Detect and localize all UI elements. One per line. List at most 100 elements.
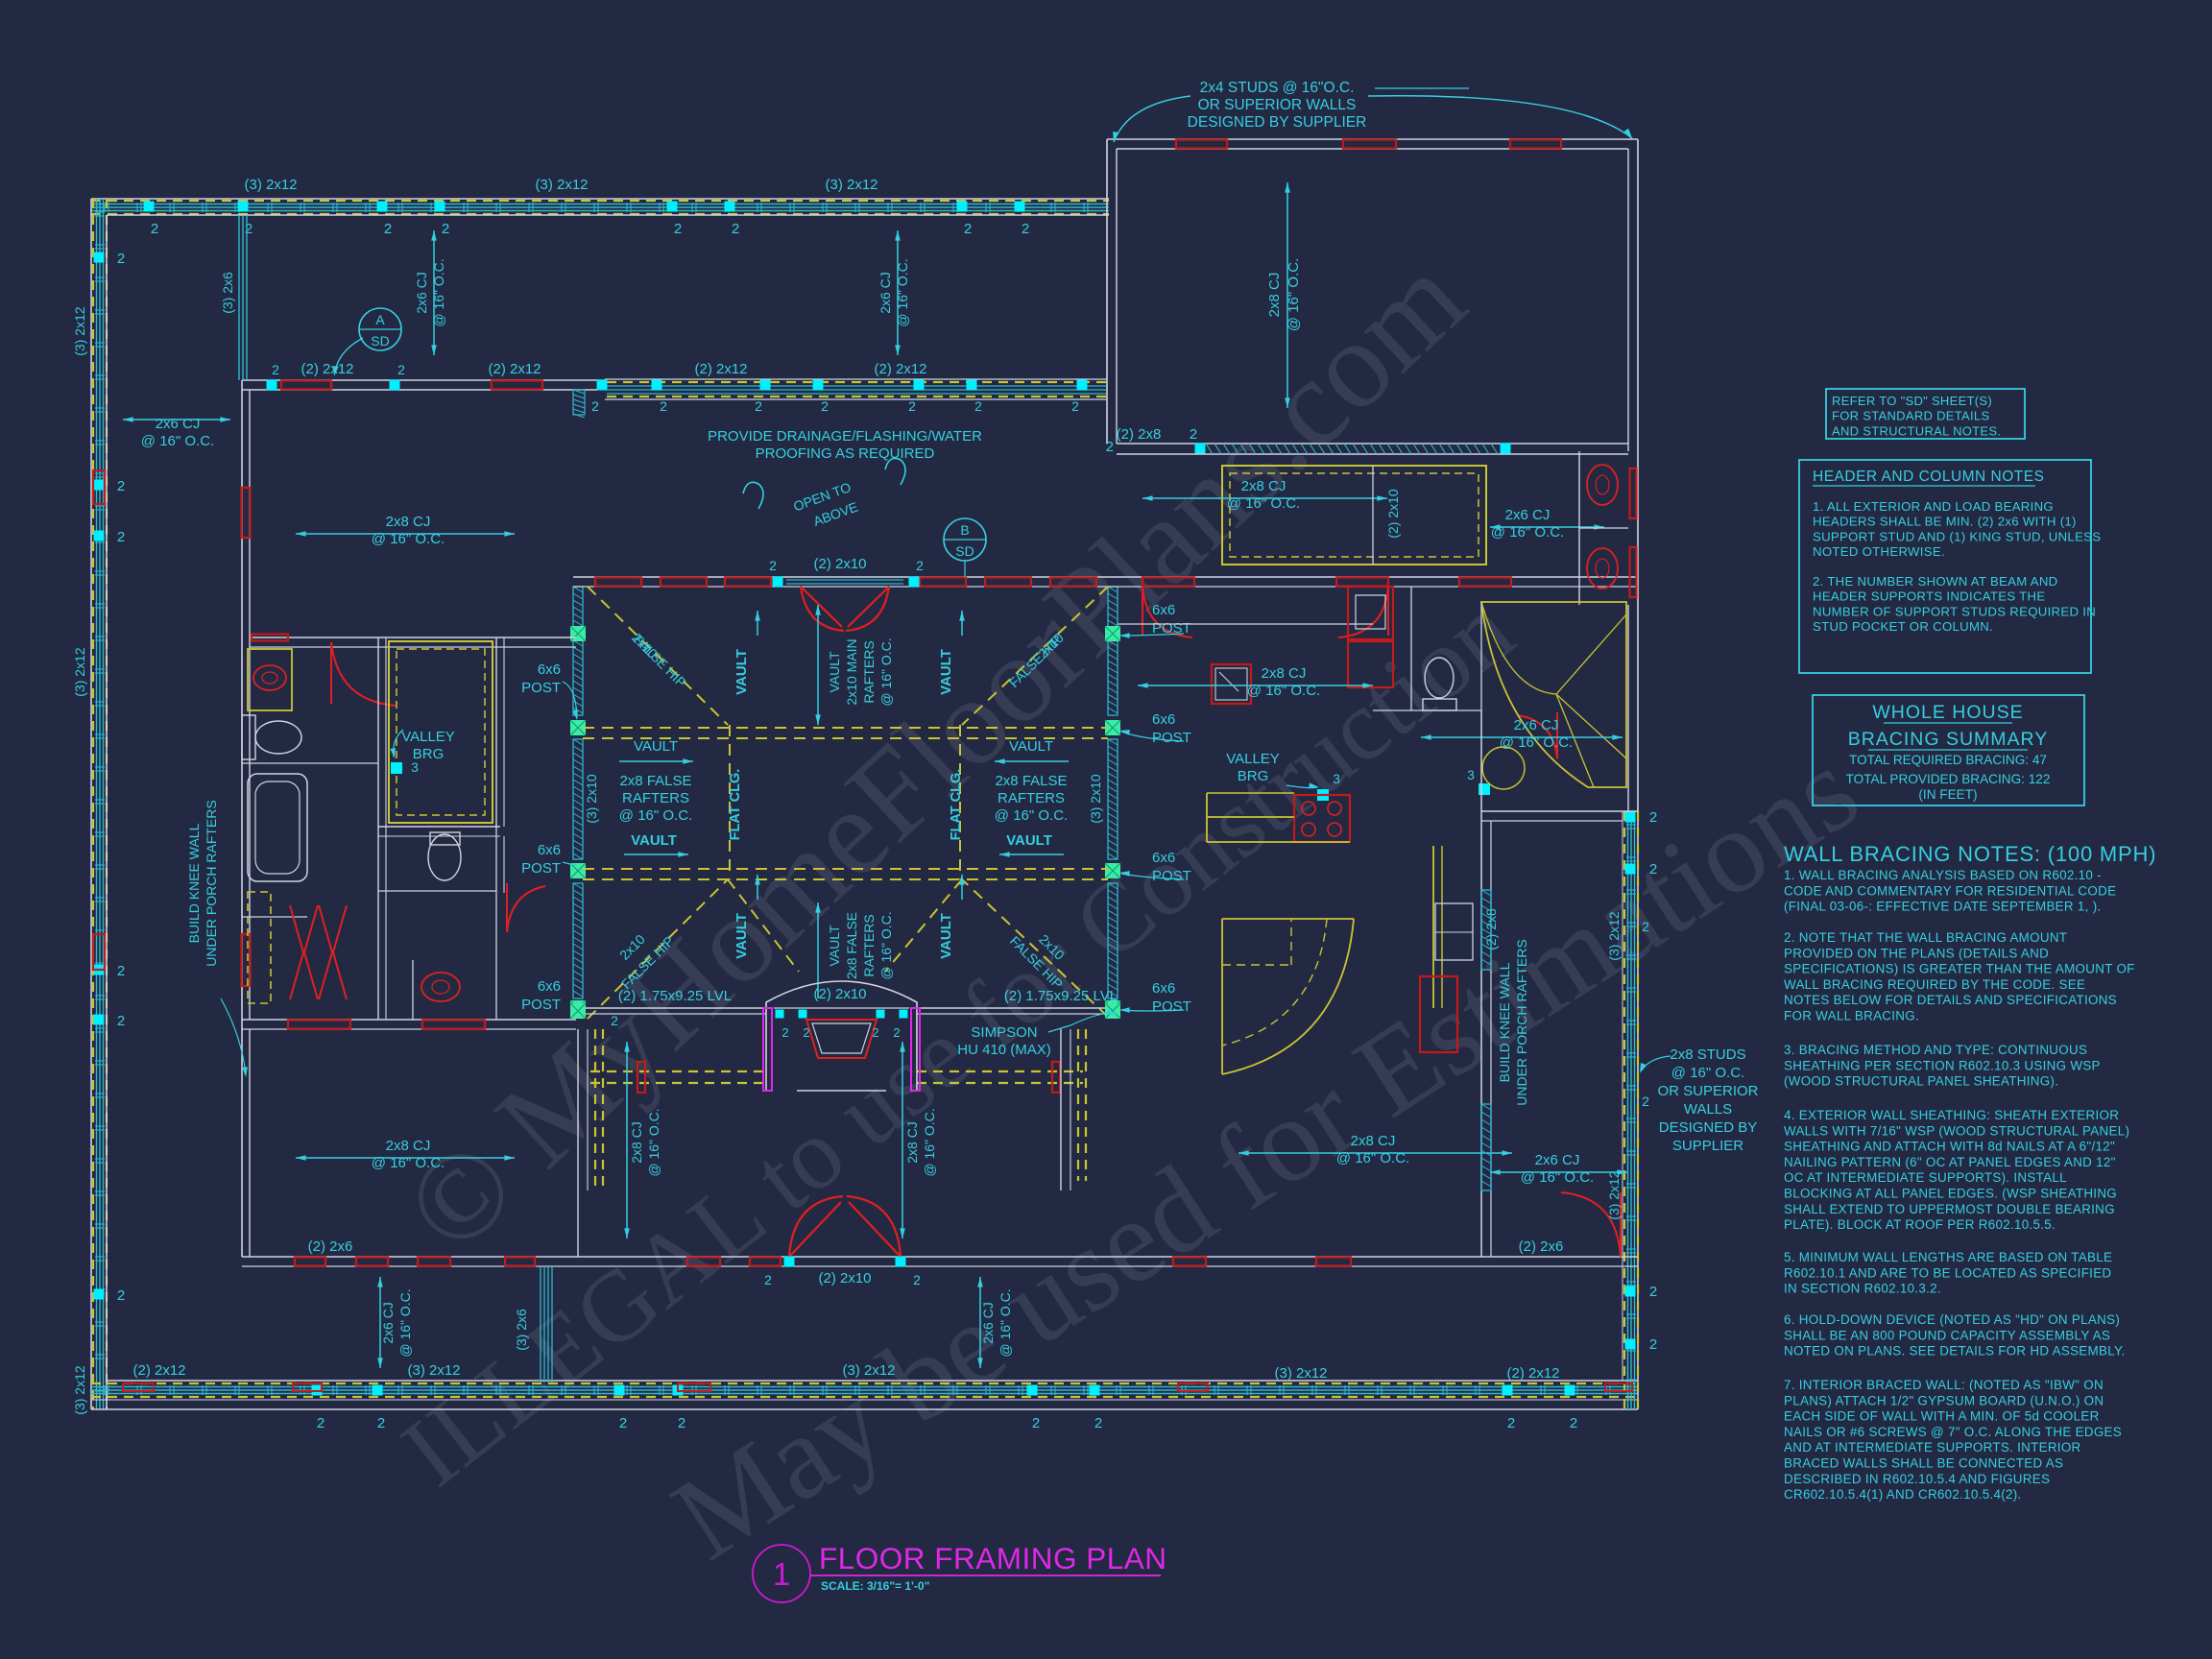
svg-text:2x6 CJ: 2x6 CJ — [380, 1302, 396, 1344]
svg-text:(2) 1.75x9.25 LVL: (2) 1.75x9.25 LVL — [1004, 988, 1118, 1004]
svg-text:6x6: 6x6 — [538, 661, 561, 678]
svg-text:2: 2 — [117, 1013, 125, 1029]
svg-text:SIMPSON: SIMPSON — [971, 1024, 1037, 1041]
svg-text:(2) 1.75x9.25 LVL: (2) 1.75x9.25 LVL — [618, 988, 732, 1004]
svg-text:AND STRUCTURAL NOTES.: AND STRUCTURAL NOTES. — [1832, 423, 2001, 438]
svg-text:(2) 2x12: (2) 2x12 — [694, 361, 747, 377]
svg-text:VAULT: VAULT — [938, 913, 954, 959]
svg-text:VAULT: VAULT — [827, 651, 842, 692]
svg-text:SHEATHING PER SECTION R602.10.: SHEATHING PER SECTION R602.10.3 USING WS… — [1784, 1058, 2101, 1072]
svg-text:2: 2 — [769, 558, 777, 573]
svg-text:2: 2 — [781, 1025, 788, 1040]
svg-text:POST: POST — [1152, 998, 1191, 1015]
svg-text:TOTAL REQUIRED BRACING: 47: TOTAL REQUIRED BRACING: 47 — [1849, 753, 2047, 767]
svg-text:HEADERS SHALL BE MIN. (2) 2x6: HEADERS SHALL BE MIN. (2) 2x6 WITH (1) — [1813, 515, 2077, 529]
svg-text:VAULT: VAULT — [938, 649, 954, 695]
svg-text:(2) 2x10: (2) 2x10 — [1385, 489, 1401, 539]
svg-text:(3) 2x12: (3) 2x12 — [72, 1365, 87, 1415]
svg-text:2. THE NUMBER SHOWN AT BEAM AN: 2. THE NUMBER SHOWN AT BEAM AND — [1813, 574, 2058, 589]
svg-text:2x6 CJ: 2x6 CJ — [1535, 1152, 1580, 1168]
svg-text:@ 16" O.C.: @ 16" O.C. — [1491, 524, 1564, 541]
svg-text:2: 2 — [117, 529, 125, 545]
svg-text:(2) 2x12: (2) 2x12 — [488, 361, 541, 377]
svg-text:2: 2 — [1649, 1284, 1657, 1300]
svg-text:2x6 CJ: 2x6 CJ — [156, 416, 201, 432]
svg-text:BRACED WALLS SHALL BE CONNECTE: BRACED WALLS SHALL BE CONNECTED AS — [1784, 1456, 2063, 1471]
svg-text:UNDER PORCH RAFTERS: UNDER PORCH RAFTERS — [204, 800, 219, 966]
svg-text:(3) 2x10: (3) 2x10 — [584, 774, 599, 824]
svg-text:1: 1 — [773, 1556, 790, 1592]
svg-text:2: 2 — [821, 398, 829, 414]
svg-text:VAULT: VAULT — [1009, 738, 1053, 755]
svg-text:2x8 CJ: 2x8 CJ — [1262, 665, 1307, 682]
svg-text:2: 2 — [151, 221, 158, 237]
svg-text:@ 16" O.C.: @ 16" O.C. — [878, 911, 894, 979]
svg-text:(2) 2x10: (2) 2x10 — [813, 556, 866, 572]
svg-text:POST: POST — [1152, 730, 1191, 746]
svg-text:(3) 2x12: (3) 2x12 — [72, 306, 87, 356]
svg-text:BRACING SUMMARY: BRACING SUMMARY — [1848, 729, 2049, 750]
svg-text:PLATE). BLOCK AT ROOF PER R602: PLATE). BLOCK AT ROOF PER R602.10.5.5. — [1784, 1217, 2056, 1232]
svg-text:SCALE: 3/16"= 1'-0": SCALE: 3/16"= 1'-0" — [821, 1579, 929, 1593]
svg-text:2: 2 — [1071, 398, 1079, 414]
svg-text:SHALL BE AN 800 POUND CAPACITY: SHALL BE AN 800 POUND CAPACITY ASSEMBLY … — [1784, 1328, 2110, 1342]
svg-text:2: 2 — [1642, 919, 1649, 934]
svg-text:2x8 CJ: 2x8 CJ — [1351, 1133, 1396, 1149]
svg-text:2x8 FALSE: 2x8 FALSE — [995, 773, 1067, 789]
svg-text:(3) 2x12: (3) 2x12 — [244, 177, 297, 193]
svg-text:(2) 2x10: (2) 2x10 — [818, 1270, 871, 1286]
svg-text:EACH SIDE OF WALL WITH A MIN.: EACH SIDE OF WALL WITH A MIN. OF 5d COOL… — [1784, 1409, 2100, 1424]
svg-text:2: 2 — [384, 221, 392, 237]
svg-text:2x8 FALSE: 2x8 FALSE — [619, 773, 691, 789]
svg-text:HEADER AND COLUMN NOTES: HEADER AND COLUMN NOTES — [1813, 469, 2044, 485]
svg-text:(3) 2x12: (3) 2x12 — [1606, 911, 1622, 961]
svg-text:BLOCKING AT ALL PANEL EDGES. (: BLOCKING AT ALL PANEL EDGES. (WSP SHEATH… — [1784, 1187, 2117, 1201]
svg-text:@ 16" O.C.: @ 16" O.C. — [995, 807, 1068, 824]
svg-text:2x8 CJ: 2x8 CJ — [1241, 478, 1286, 494]
svg-text:VALLEY: VALLEY — [401, 729, 455, 745]
svg-text:2x8 CJ: 2x8 CJ — [904, 1121, 920, 1164]
svg-text:FOR WALL BRACING.: FOR WALL BRACING. — [1784, 1009, 1919, 1023]
svg-text:2: 2 — [377, 1415, 385, 1431]
svg-text:NOTED ON PLANS. SEE DETAILS FO: NOTED ON PLANS. SEE DETAILS FOR HD ASSEM… — [1784, 1344, 2126, 1358]
svg-text:REFER TO "SD" SHEET(S): REFER TO "SD" SHEET(S) — [1832, 394, 1992, 408]
svg-text:2x8 CJ: 2x8 CJ — [386, 514, 431, 530]
svg-text:2x8 CJ: 2x8 CJ — [386, 1138, 431, 1154]
svg-text:VAULT: VAULT — [1006, 832, 1052, 849]
svg-text:(3) 2x12: (3) 2x12 — [1274, 1365, 1327, 1382]
svg-text:(2) 2x10: (2) 2x10 — [813, 986, 866, 1002]
svg-text:WALL BRACING NOTES: (100 MPH): WALL BRACING NOTES: (100 MPH) — [1784, 842, 2156, 866]
svg-text:@ 16" O.C.: @ 16" O.C. — [372, 531, 445, 547]
svg-text:FOR STANDARD DETAILS: FOR STANDARD DETAILS — [1832, 409, 1989, 423]
svg-text:6x6: 6x6 — [1152, 711, 1175, 728]
svg-text:SUPPORT STUD AND (1) KING STUD: SUPPORT STUD AND (1) KING STUD, UNLESS — [1813, 529, 2101, 543]
svg-text:(IN FEET): (IN FEET) — [1918, 787, 1977, 802]
svg-text:@ 16" O.C.: @ 16" O.C. — [397, 1288, 413, 1357]
svg-text:@ 16" O.C.: @ 16" O.C. — [141, 433, 214, 449]
svg-text:2x6 CJ: 2x6 CJ — [1505, 507, 1551, 523]
svg-text:FLOOR FRAMING PLAN: FLOOR FRAMING PLAN — [819, 1541, 1167, 1575]
svg-text:CODE AND COMMENTARY FOR RESIDE: CODE AND COMMENTARY FOR RESIDENTIAL CODE — [1784, 883, 2116, 898]
svg-text:2: 2 — [1649, 1336, 1657, 1353]
svg-text:(WOOD STRUCTURAL PANEL SHEATHI: (WOOD STRUCTURAL PANEL SHEATHING). — [1784, 1074, 2058, 1089]
svg-text:2: 2 — [1190, 426, 1197, 443]
svg-text:6x6: 6x6 — [1152, 602, 1175, 618]
svg-text:2: 2 — [1094, 1415, 1102, 1431]
svg-text:SHEATHING AND ATTACH WITH 8d N: SHEATHING AND ATTACH WITH 8d NAILS AT A … — [1784, 1140, 2115, 1154]
svg-text:(3) 2x10: (3) 2x10 — [1088, 774, 1103, 824]
svg-text:POST: POST — [521, 860, 561, 877]
svg-text:OR SUPERIOR: OR SUPERIOR — [1657, 1083, 1758, 1099]
svg-text:@ 16" O.C.: @ 16" O.C. — [1336, 1150, 1409, 1166]
svg-text:2: 2 — [674, 221, 682, 237]
svg-text:AND AT INTERMEDIATE SUPPORTS.: AND AT INTERMEDIATE SUPPORTS. INTERIOR — [1784, 1440, 2081, 1455]
svg-text:WALLS WITH 7/16" WSP (WOOD STR: WALLS WITH 7/16" WSP (WOOD STRUCTURAL PA… — [1784, 1123, 2129, 1138]
svg-text:(2) 2x6: (2) 2x6 — [308, 1238, 353, 1255]
svg-text:3. BRACING METHOD AND TYPE: CO: 3. BRACING METHOD AND TYPE: CONTINUOUS — [1784, 1043, 2087, 1057]
svg-text:DESCRIBED IN R602.10.5.4 AND F: DESCRIBED IN R602.10.5.4 AND FIGURES — [1784, 1472, 2050, 1486]
svg-text:@ 16" O.C.: @ 16" O.C. — [1521, 1169, 1594, 1186]
svg-text:RAFTERS: RAFTERS — [622, 790, 689, 806]
svg-text:DESIGNED BY SUPPLIER: DESIGNED BY SUPPLIER — [1188, 114, 1367, 131]
svg-text:2: 2 — [974, 398, 982, 414]
svg-text:2x8 STUDS: 2x8 STUDS — [1670, 1046, 1745, 1063]
svg-text:OR SUPERIOR WALLS: OR SUPERIOR WALLS — [1198, 97, 1357, 113]
